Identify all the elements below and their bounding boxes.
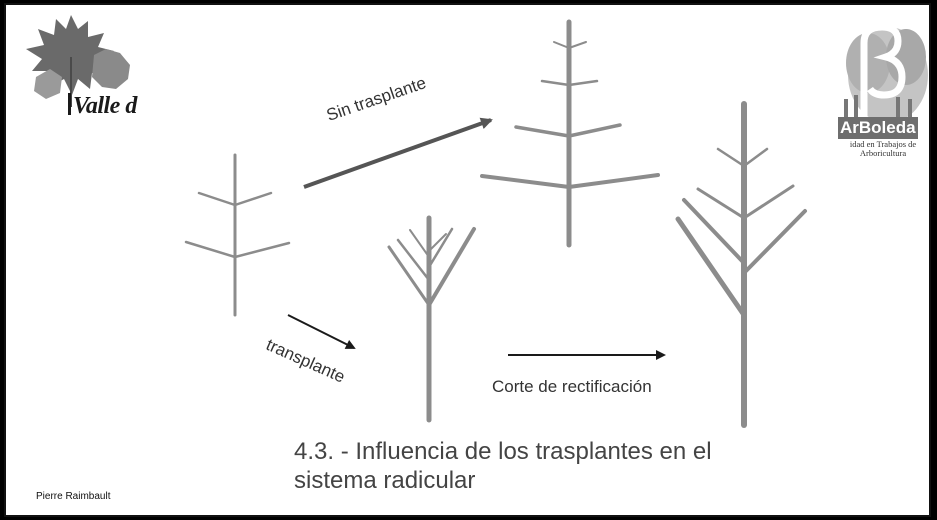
arrow-sin-trasplante [303, 117, 493, 189]
transplant-diagram [184, 19, 807, 428]
transplanted-tree [387, 215, 476, 423]
untransplanted-tree [480, 19, 660, 248]
slide-title: 4.3. - Influencia de los trasplantes en … [294, 438, 712, 494]
young-tree [184, 153, 291, 317]
arrow-trasplante [287, 314, 356, 349]
arboleda-logo-icon [844, 23, 928, 123]
logo-left-bar [68, 93, 71, 115]
oak-leaf-logo-icon [26, 15, 130, 107]
label-corte-rectificacion: Corte de rectificación [492, 377, 652, 396]
slide: Valle d ArBoleda idad en Trabajos de Arb… [4, 3, 931, 517]
rectified-tree [675, 101, 807, 428]
logo-right-name: ArBoleda [838, 117, 918, 139]
author-credit: Pierre Raimbault [36, 491, 111, 502]
logo-left-text: Valle d [73, 93, 137, 119]
logo-right-subtitle: idad en Trabajos de Arboricultura [849, 139, 917, 158]
